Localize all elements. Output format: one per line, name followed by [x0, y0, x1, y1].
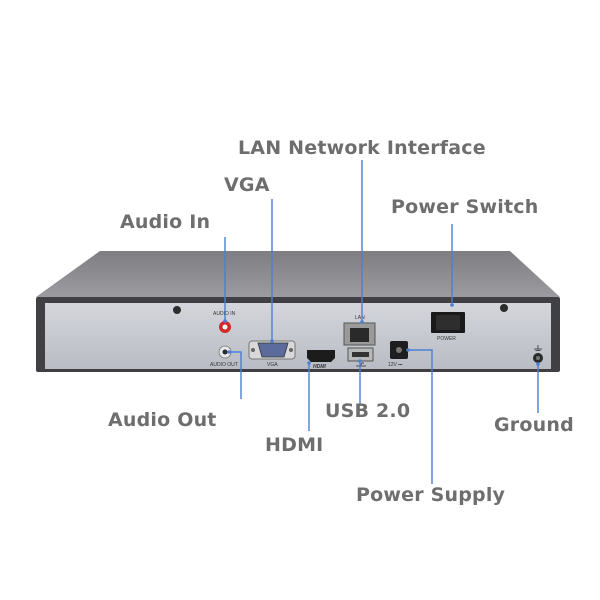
- panel-label-lan: LAN: [355, 315, 365, 321]
- vga-port: [257, 342, 289, 358]
- callout-vga: VGA: [224, 174, 270, 196]
- callout-lan: LAN Network Interface: [238, 137, 486, 159]
- panel-label-vga: VGA: [267, 362, 278, 368]
- screw-left: [173, 306, 181, 314]
- chassis-top: [36, 251, 560, 297]
- panel-label-audio-in: AUDIO IN: [213, 311, 236, 317]
- callout-audio-out: Audio Out: [108, 409, 217, 431]
- leader-line-power-supply: [408, 349, 433, 484]
- panel-label-power: POWER: [437, 336, 456, 342]
- back-panel: [45, 303, 551, 369]
- callout-ground: Ground: [494, 414, 574, 436]
- callout-power-switch: Power Switch: [391, 196, 539, 218]
- screw-right: [500, 304, 508, 312]
- callout-usb: USB 2.0: [325, 400, 411, 422]
- panel-label-audio-out: AUDIO OUT: [210, 362, 238, 368]
- panel-label-hdmi: HDMI: [313, 364, 326, 370]
- callout-audio-in: Audio In: [120, 211, 211, 233]
- hdmi-port: [307, 350, 335, 362]
- callout-power-supply: Power Supply: [356, 484, 506, 506]
- panel-label-dc: 12V ⎓: [388, 362, 403, 368]
- leader-line-audio-out: [229, 351, 242, 399]
- ground-icon: [534, 345, 542, 351]
- callout-hdmi: HDMI: [265, 434, 324, 456]
